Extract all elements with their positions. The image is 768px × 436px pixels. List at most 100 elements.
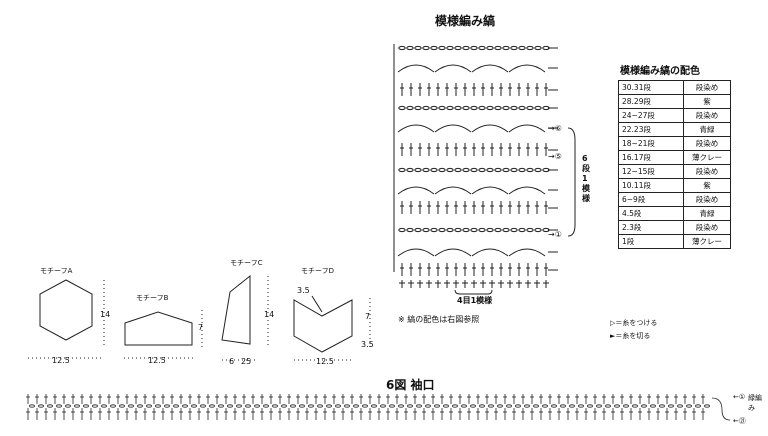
color-table-row: 28.29段紫	[618, 94, 731, 109]
motif-d-bottom: 3.5	[361, 340, 374, 349]
arch-stitch	[471, 64, 509, 73]
cuff-chain	[407, 404, 413, 408]
chain-stitch	[494, 167, 502, 173]
cuff-chain	[542, 404, 548, 408]
cuff-chain	[155, 404, 161, 408]
arch-stitch	[508, 248, 546, 257]
chain-stitch	[526, 227, 534, 233]
chain-stitch	[494, 105, 502, 111]
chain-stitch	[518, 167, 526, 173]
cuff-chain	[434, 404, 440, 408]
chain-stitch	[406, 227, 414, 233]
motif-d-label: モチーフD	[301, 267, 334, 275]
chain-stitch	[438, 45, 446, 51]
row-marker-5: →⑤	[548, 152, 562, 161]
chain-stitch	[494, 227, 502, 233]
chain-stitch	[534, 45, 542, 51]
chain-stitch	[414, 167, 422, 173]
arch-stitch	[434, 248, 472, 257]
cuff-chain	[650, 404, 656, 408]
chain-stitch	[446, 105, 454, 111]
color-rows-cell: 18~21段	[618, 136, 684, 151]
chain-stitch	[470, 167, 478, 173]
row-marker-1: →①	[548, 230, 562, 239]
color-name-cell: 青緑	[683, 122, 731, 137]
chain-stitch	[502, 45, 510, 51]
motif-a-label: モチーフA	[40, 267, 73, 275]
chain-stitch	[518, 105, 526, 111]
repeat-label: 4目1模様	[457, 296, 493, 305]
cuff-turn	[711, 397, 731, 421]
chain-stitch	[534, 105, 542, 111]
chain-stitch	[502, 167, 510, 173]
cuff-chain	[65, 404, 71, 408]
cuff-chain	[506, 404, 512, 408]
cuff-chain	[272, 404, 278, 408]
motif-c-shape	[221, 274, 251, 345]
chain-stitch	[438, 167, 446, 173]
motif-c-width: 25	[241, 357, 252, 366]
color-rows-cell: 16.17段	[618, 150, 684, 165]
color-name-cell: 段染め	[683, 164, 731, 179]
cuff-chain	[398, 404, 404, 408]
chain-stitch	[438, 227, 446, 233]
chain-stitch	[406, 167, 414, 173]
chain-stitch	[486, 167, 494, 173]
chain-stitch	[414, 227, 422, 233]
color-table-row: 6~9段段染め	[618, 192, 731, 207]
motif-c-left: 6	[229, 357, 235, 366]
stripe-note: ※ 縞の配色は右図参照	[398, 315, 480, 324]
cuff-chain	[47, 404, 53, 408]
arch-stitch	[508, 124, 546, 133]
cuff-chain	[353, 404, 359, 408]
chain-stitch	[430, 167, 438, 173]
chain-stitch	[422, 167, 430, 173]
color-name-cell: 紫	[683, 178, 731, 193]
cuff-marker-21: ←㉑	[733, 417, 746, 425]
color-table-row: 24~27段段染め	[618, 108, 731, 123]
cuff-chain	[335, 404, 341, 408]
cuff-chain	[659, 404, 665, 408]
chain-stitch	[526, 167, 534, 173]
cuff-chain	[92, 404, 98, 408]
cuff-chain	[29, 404, 35, 408]
chain-stitch	[454, 167, 462, 173]
motif-a-height: 14	[100, 310, 111, 319]
motif-a-width: 12.5	[52, 356, 70, 365]
cuff-chain	[209, 404, 215, 408]
chain-stitch	[398, 45, 406, 51]
cuff-chain	[578, 404, 584, 408]
cuff-chain	[389, 404, 395, 408]
cuff-chain	[695, 404, 701, 408]
chain-stitch	[462, 227, 470, 233]
motif-c-label: モチーフC	[230, 259, 263, 267]
color-name-cell: 段染め	[683, 192, 731, 207]
chain-stitch	[446, 227, 454, 233]
chain-stitch	[478, 45, 486, 51]
arch-stitch	[434, 124, 472, 133]
chain-stitch	[518, 45, 526, 51]
cuff-chain	[560, 404, 566, 408]
cuff-chain	[299, 404, 305, 408]
cuff-chain	[326, 404, 332, 408]
cuff-chain	[227, 404, 233, 408]
cuff-chain	[551, 404, 557, 408]
cuff-chain	[524, 404, 530, 408]
color-table-row: 1段薄クレー	[618, 234, 731, 249]
cuff-chain	[344, 404, 350, 408]
chain-stitch	[462, 45, 470, 51]
cuff-chain	[515, 404, 521, 408]
color-table-row: 16.17段薄クレー	[618, 150, 731, 165]
arch-stitch	[508, 64, 546, 73]
cuff-chain	[128, 404, 134, 408]
legend-attach: ▷＝糸をつける	[610, 319, 658, 327]
cuff-chain	[596, 404, 602, 408]
cuff-chain	[182, 404, 188, 408]
chain-stitch	[486, 227, 494, 233]
cuff-chain	[146, 404, 152, 408]
chain-stitch	[462, 105, 470, 111]
cuff-chain	[371, 404, 377, 408]
color-rows-cell: 22.23段	[618, 122, 684, 137]
color-name-cell: 段染め	[683, 80, 731, 95]
cuff-chain	[704, 404, 710, 408]
